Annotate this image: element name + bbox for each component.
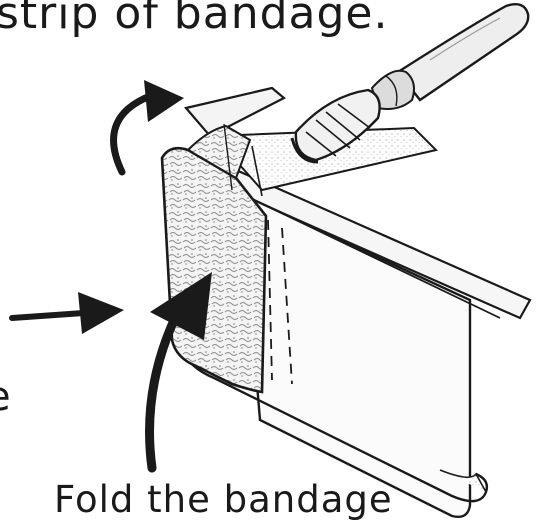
- header-text: strip of bandage.: [0, 0, 388, 39]
- cropped-left-glyph: e: [0, 374, 11, 420]
- caption-text: Fold the bandage: [54, 478, 393, 521]
- right-arrow-icon: [12, 292, 124, 334]
